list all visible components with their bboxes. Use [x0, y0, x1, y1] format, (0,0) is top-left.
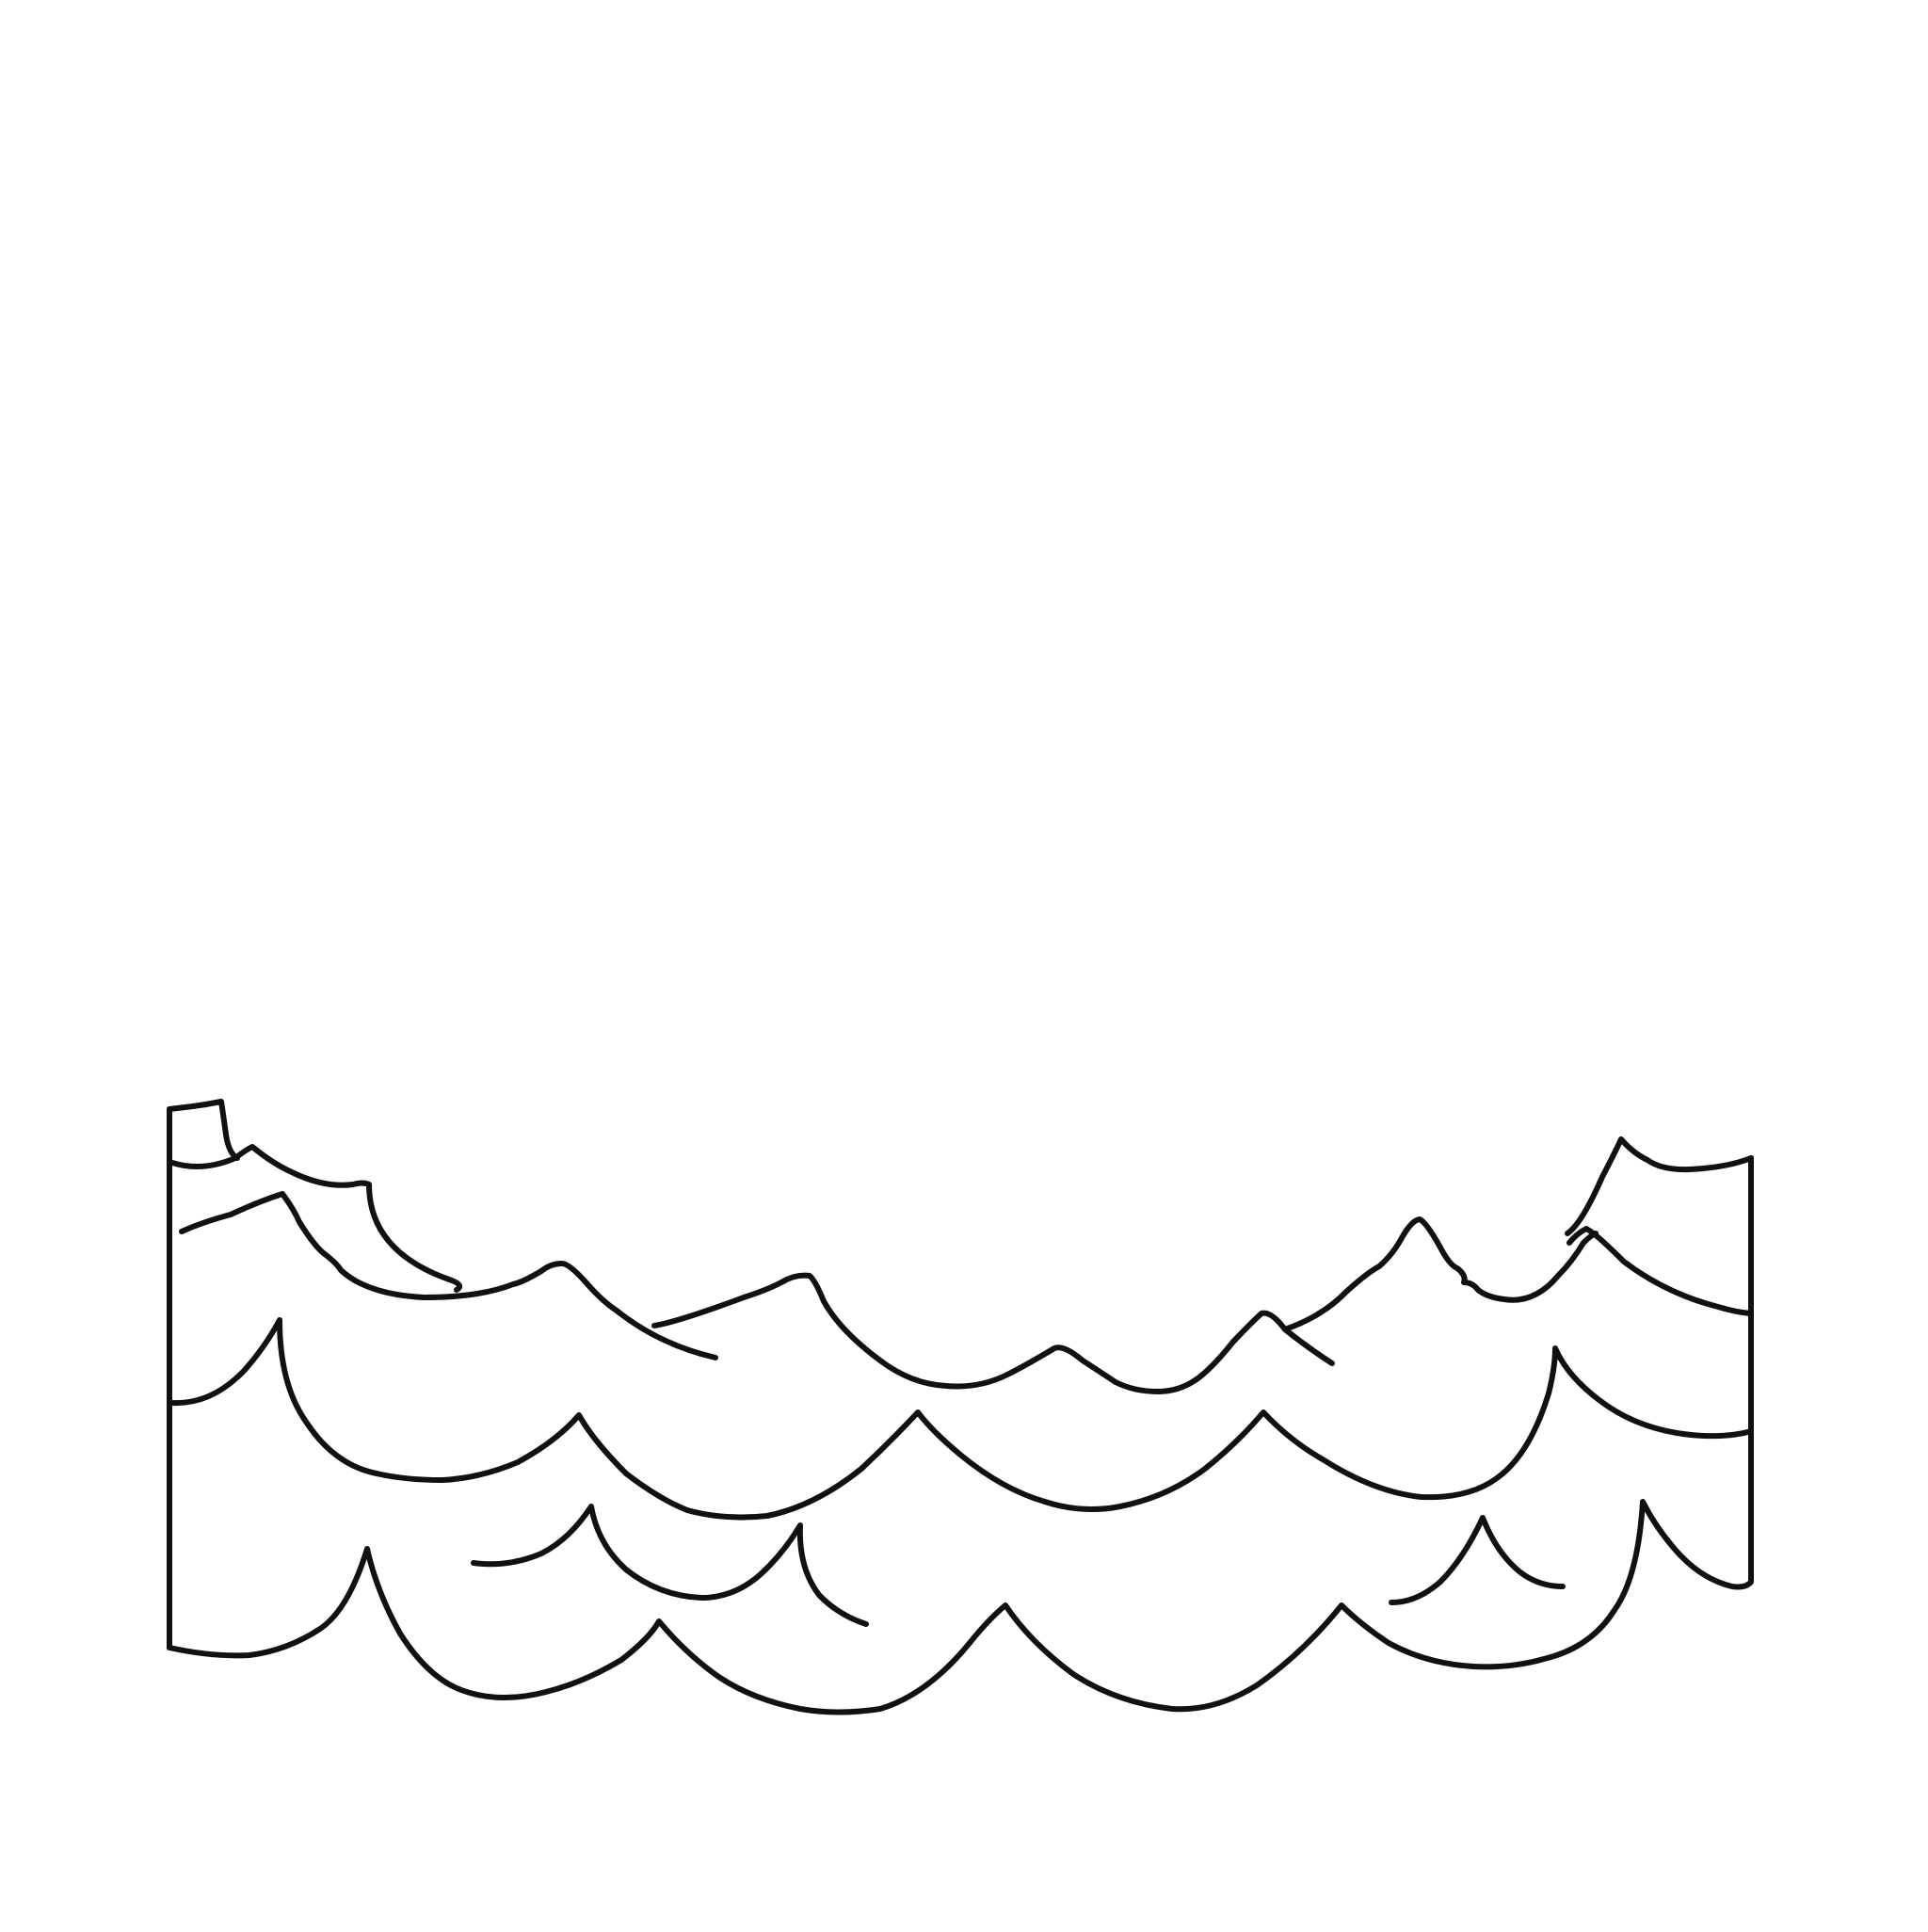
second-wave-row-middle — [651, 1272, 1335, 1394]
inner-curl-right — [1389, 1515, 1566, 1605]
small-crest-middle — [1282, 1216, 1599, 1332]
top-right-torn-corner — [1565, 1136, 1754, 1236]
third-wave-row — [169, 1317, 1754, 1521]
inner-curl-left — [471, 1504, 869, 1627]
bottom-wave-row — [167, 1499, 1754, 1715]
top-left-torn-corner — [167, 1099, 240, 1161]
second-wave-row-left — [179, 1191, 718, 1360]
right-wave-top — [1566, 1226, 1754, 1316]
top-wave-contour — [169, 1144, 462, 1293]
